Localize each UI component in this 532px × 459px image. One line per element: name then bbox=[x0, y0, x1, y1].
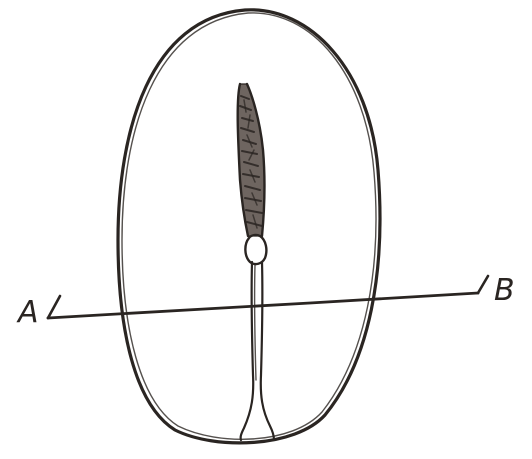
label-b: B bbox=[494, 273, 515, 308]
label-a: A bbox=[16, 295, 39, 330]
section-line-ab bbox=[48, 276, 488, 318]
primitive-node bbox=[245, 235, 266, 264]
lower-tube bbox=[241, 262, 274, 440]
primitive-streak bbox=[238, 84, 265, 236]
